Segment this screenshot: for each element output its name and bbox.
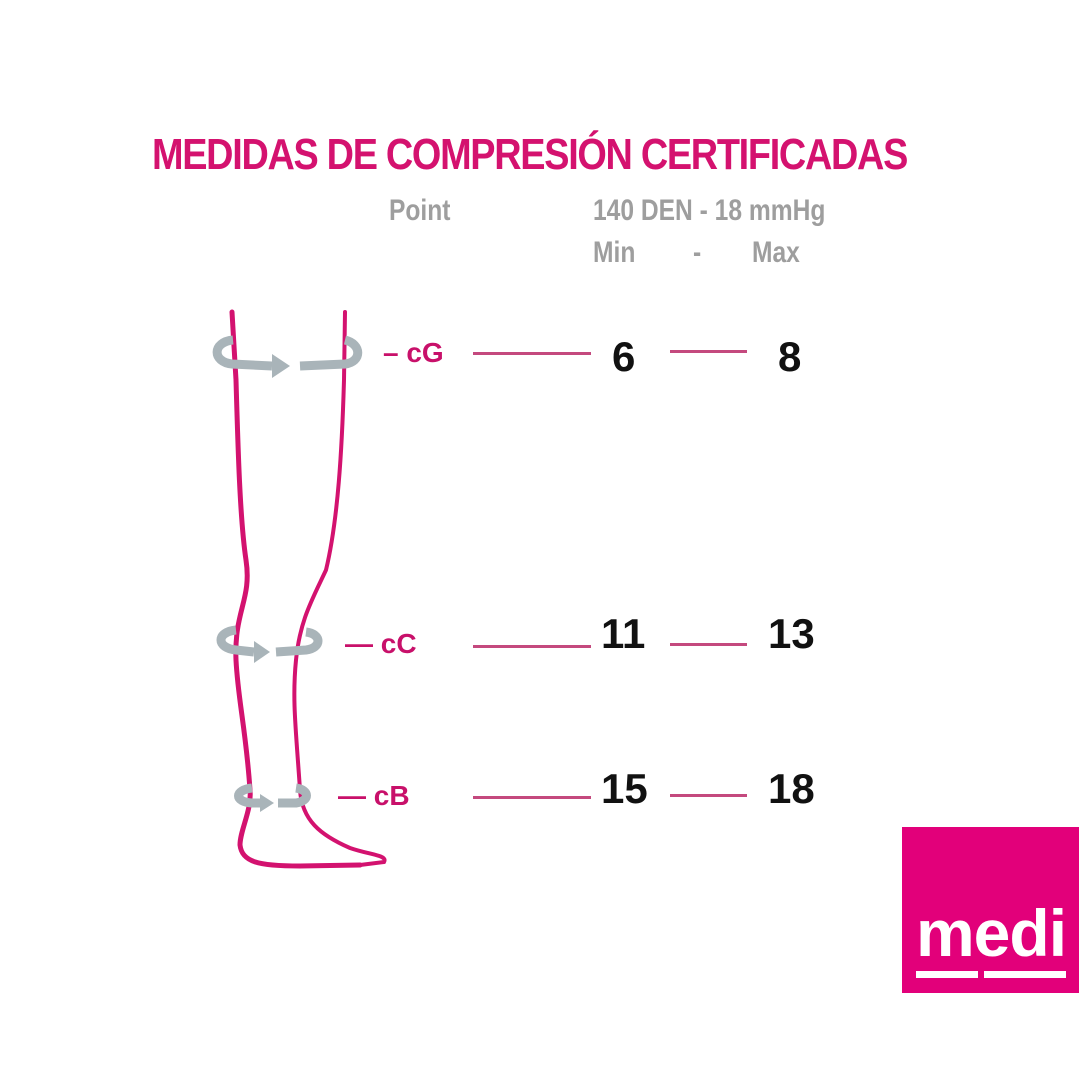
max-value-cg: 8: [778, 333, 802, 380]
spec-header: 140 DEN - 18 mmHg: [593, 194, 826, 227]
point-column-header: Point: [389, 194, 451, 227]
min-value-cc: 11: [601, 610, 646, 657]
leg-back-outline: [229, 309, 363, 869]
page-title: MEDIDAS DE COMPRESIÓN CERTIFICADAS: [152, 130, 908, 179]
leader-line: [473, 352, 591, 355]
leader-line: [473, 796, 591, 799]
cc-measure-arrow-icon: [216, 625, 323, 657]
leg-front-outline: [292, 310, 387, 867]
max-value-cb: 18: [768, 765, 815, 812]
min-value-cb: 15: [601, 765, 648, 812]
leader-line: [670, 794, 747, 797]
min-column-header: Min: [593, 236, 636, 269]
max-column-header: Max: [752, 236, 800, 269]
medi-logo: medi: [902, 827, 1079, 993]
cb-measure-arrow-icon: [234, 783, 311, 808]
logo-text: medi: [916, 896, 1067, 970]
cg-measure-arrow-icon: [212, 335, 363, 371]
min-value-cg: 6: [612, 333, 636, 380]
leader-line: [670, 643, 747, 646]
point-label-cc: — cC: [345, 628, 417, 659]
header-separator: -: [693, 236, 702, 269]
leader-line: [473, 645, 591, 648]
point-label-cg: – cG: [383, 337, 444, 368]
point-label-cb: — cB: [338, 780, 410, 811]
logo-underline: [984, 971, 1066, 978]
logo-underline: [916, 971, 978, 978]
max-value-cc: 13: [768, 610, 815, 657]
leader-line: [670, 350, 747, 353]
